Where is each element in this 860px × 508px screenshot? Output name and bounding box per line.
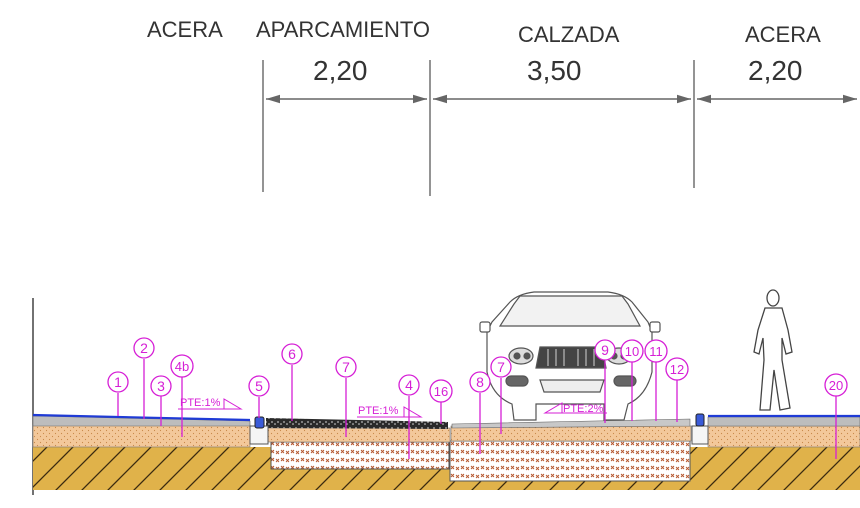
parking-asphalt bbox=[266, 418, 448, 429]
sidewalk-base-left bbox=[32, 424, 251, 448]
gravel-subbase-parking bbox=[270, 441, 450, 470]
pavement-line-left bbox=[32, 413, 251, 422]
sidewalk-base-right bbox=[707, 425, 860, 448]
svg-text:1: 1 bbox=[114, 374, 122, 390]
slope-marker-calzada: PTE:2% bbox=[543, 402, 607, 415]
car-front-icon bbox=[479, 291, 661, 421]
callout-7-parking: 7 bbox=[335, 356, 357, 378]
svg-text:4: 4 bbox=[405, 377, 413, 393]
svg-text:6: 6 bbox=[288, 346, 296, 362]
dim-aparcamiento: 2,20 bbox=[313, 55, 368, 86]
pedestrian-icon bbox=[753, 289, 793, 411]
svg-text:16: 16 bbox=[434, 384, 448, 399]
road-base bbox=[450, 425, 692, 442]
parking-base bbox=[267, 427, 451, 443]
sidewalk-pavement-right bbox=[707, 416, 860, 427]
callout-4: 4 bbox=[398, 374, 420, 396]
callout-11: 11 bbox=[644, 339, 668, 363]
label-calzada: CALZADA bbox=[518, 22, 620, 47]
slope-text-acera-left: PTE:1% bbox=[180, 397, 221, 409]
slope-marker-aparcamiento: PTE:1% bbox=[357, 405, 423, 418]
callout-9: 9 bbox=[594, 339, 616, 361]
callout-leaders bbox=[117, 359, 837, 459]
slope-marker-acera-left: PTE:1% bbox=[178, 397, 243, 410]
callout-1: 1 bbox=[107, 371, 129, 393]
svg-text:20: 20 bbox=[829, 378, 843, 393]
svg-text:10: 10 bbox=[625, 344, 639, 359]
label-acera-right: ACERA bbox=[745, 22, 821, 47]
callout-10: 10 bbox=[620, 339, 644, 363]
curb-right bbox=[691, 413, 709, 445]
callout-20: 20 bbox=[824, 373, 848, 397]
svg-text:4b: 4b bbox=[175, 359, 189, 374]
svg-text:11: 11 bbox=[649, 344, 663, 359]
svg-text:3: 3 bbox=[157, 378, 165, 394]
svg-text:7: 7 bbox=[497, 359, 505, 375]
callout-16: 16 bbox=[429, 379, 453, 403]
callout-4b: 4b bbox=[170, 354, 194, 378]
dimension-lines bbox=[262, 60, 857, 196]
curb-left bbox=[249, 416, 269, 445]
callout-6: 6 bbox=[281, 343, 303, 365]
svg-text:7: 7 bbox=[342, 359, 350, 375]
svg-text:12: 12 bbox=[670, 362, 684, 377]
slope-text-calzada: PTE:2% bbox=[563, 403, 604, 415]
svg-text:5: 5 bbox=[255, 378, 263, 394]
svg-text:8: 8 bbox=[476, 374, 484, 390]
callout-8: 8 bbox=[469, 371, 491, 393]
callout-3: 3 bbox=[150, 375, 172, 397]
callout-12: 12 bbox=[665, 357, 689, 381]
callout-2: 2 bbox=[133, 337, 155, 359]
gravel-subbase-road bbox=[449, 440, 691, 482]
dim-acera-right: 2,20 bbox=[748, 55, 803, 86]
callout-7-road: 7 bbox=[490, 356, 512, 378]
road-asphalt bbox=[451, 418, 691, 429]
dim-calzada: 3,50 bbox=[527, 55, 582, 86]
label-aparcamiento: APARCAMIENTO bbox=[256, 17, 430, 42]
label-acera-left: ACERA bbox=[147, 17, 223, 42]
slope-text-aparcamiento: PTE:1% bbox=[358, 405, 399, 417]
svg-text:9: 9 bbox=[601, 342, 609, 358]
svg-text:2: 2 bbox=[140, 340, 148, 356]
callout-5: 5 bbox=[248, 375, 270, 397]
